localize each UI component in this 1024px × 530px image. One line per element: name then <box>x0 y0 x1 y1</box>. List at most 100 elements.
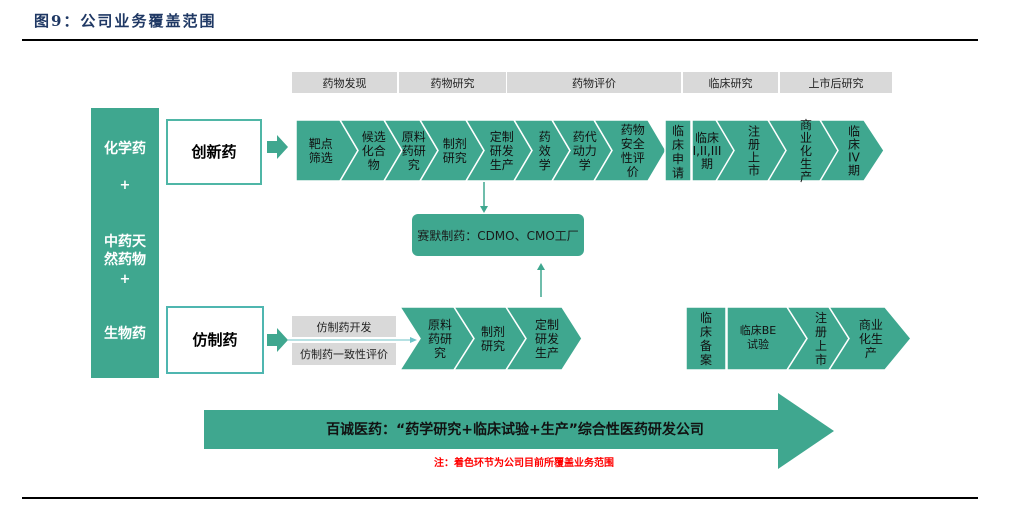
clinical-step-chevron-label: IV <box>848 151 861 165</box>
drug-type-chemical: 化学药 <box>104 140 146 157</box>
generic-research-chevron-label: 制剂 <box>481 324 505 339</box>
research-step-chevron-label: 药代 <box>573 130 597 144</box>
plus-sign: + <box>120 178 131 193</box>
research-step-chevron-label: 药 <box>539 130 551 144</box>
generic-clinical-box <box>685 306 727 371</box>
clinical-step-chevron <box>818 119 885 182</box>
clinical-step-chevron-label: 生 <box>800 157 812 171</box>
generic-clinical-box-label: 临 <box>700 311 712 325</box>
drug-type-biologic: 生物药 <box>104 325 146 342</box>
drug-type-tcm-line1: 中药天 <box>104 233 147 250</box>
clinical-step-box-label: 申 <box>672 152 684 166</box>
generic-clinical-chevron-label: 商业 <box>859 317 883 332</box>
stage-header-label: 上市后研究 <box>809 76 864 90</box>
clinical-step-chevron-label: 床 <box>848 138 860 152</box>
research-step-chevron-label: 性评 <box>621 151 645 165</box>
research-step-chevron-label: 药物 <box>621 123 645 137</box>
plus-sign: + <box>120 272 131 287</box>
drug-types-box <box>91 108 159 378</box>
research-step-chevron-label: 候选 <box>362 130 386 144</box>
generic-clinical-chevron <box>827 306 912 371</box>
research-step-chevron-label: 靶点 <box>309 137 333 151</box>
arrow-right-icon <box>267 328 288 352</box>
clinical-step-chevron-label: 临 <box>848 125 860 139</box>
stage-header-label: 药物发现 <box>323 76 367 90</box>
clinical-step-chevron-label: I,II,III <box>693 144 722 158</box>
research-step-chevron-label: 动力 <box>573 144 597 158</box>
research-step-chevron <box>592 119 667 182</box>
clinical-step-chevron-label: 产 <box>800 170 812 184</box>
arrow-right-icon <box>267 135 288 159</box>
cdmo-label: 赛默制药：CDMO、CMO工厂 <box>417 228 579 243</box>
generic-clinical-chevron-label: 上 <box>815 339 827 353</box>
generic-sub-item-box <box>292 343 396 365</box>
generic-clinical-box-label: 备 <box>700 339 712 353</box>
generic-clinical-chevron-label: 市 <box>815 352 827 367</box>
research-step-chevron-label: 药研 <box>402 144 426 158</box>
generic-research-chevron <box>504 306 583 371</box>
stage-header-box <box>780 72 892 93</box>
clinical-step-chevron-label: 商 <box>800 117 812 132</box>
stage-header-box <box>683 72 778 93</box>
arrow-up-icon <box>537 263 545 270</box>
research-step-chevron-label: 安全 <box>621 136 645 151</box>
generic-sub-item-box <box>292 316 396 337</box>
clinical-step-box-label: 床 <box>672 138 684 152</box>
research-step-chevron-label: 原料 <box>402 130 426 144</box>
drug-types-column: 化学药 + 中药天 然药物 + 生物药 <box>91 108 159 378</box>
research-step-chevron-label: 物 <box>368 158 380 172</box>
generic-clinical-chevron-label: 试验 <box>747 337 769 351</box>
generic-development-label: 仿制药开发 <box>317 320 372 334</box>
stage-header-box <box>292 72 397 93</box>
clinical-step-box-label: 请 <box>672 166 684 180</box>
clinical-step-box-label: 临 <box>672 124 684 138</box>
generic-research-chevron-label: 究 <box>434 345 446 360</box>
cdmo-box <box>412 214 584 256</box>
company-banner-text: 百诚医药：“药学研究+临床试验+生产”综合性医药研发公司 <box>326 421 704 438</box>
stage-headers: 药物发现药物研究药物评价临床研究上市后研究 <box>292 72 892 93</box>
research-step-chevron-label: 生产 <box>490 158 514 172</box>
generic-clinical-box-label: 床 <box>700 325 712 339</box>
generic-clinical-chevron-label: 册 <box>815 325 827 339</box>
figure-title: 图9：公司业务覆盖范围 <box>34 12 217 30</box>
generic-clinical-chevron-label: 注 <box>815 310 827 325</box>
generic-research-chevron-label: 生产 <box>535 346 559 360</box>
research-step-chevron-label: 筛选 <box>309 150 333 165</box>
clinical-step-chevron-label: 注 <box>748 124 760 139</box>
clinical-step-chevron-label: 上 <box>748 151 760 165</box>
generic-drug-label: 仿制药 <box>192 331 237 349</box>
research-step-chevron-label: 制剂 <box>443 136 467 151</box>
research-step-chevron-label: 化合 <box>362 143 386 158</box>
clinical-step-chevron-label: 业 <box>800 131 812 145</box>
stage-header-label: 药物评价 <box>572 76 616 90</box>
generic-research-chevron-label: 研发 <box>535 331 559 346</box>
generic-research-chevron-label: 原料 <box>428 318 452 332</box>
generic-clinical-box-label: 案 <box>700 352 712 367</box>
clinical-step-chevron-label: 册 <box>748 138 760 152</box>
clinical-step-chevron-label: 市 <box>748 163 760 178</box>
clinical-step-chevron-label: 临床 <box>695 131 719 145</box>
research-step-chevron-label: 价 <box>627 165 639 179</box>
drug-type-tcm-line2: 然药物 <box>104 251 146 268</box>
generic-drug-box <box>166 306 264 374</box>
clinical-step-box <box>664 119 692 182</box>
research-step-chevron-label: 学 <box>579 157 591 172</box>
innovative-drug-box <box>166 119 262 185</box>
top-rule <box>22 39 978 41</box>
arrow-down-icon <box>480 206 488 213</box>
company-banner-arrow <box>204 393 834 469</box>
clinical-step-chevron-label: 化 <box>800 144 812 158</box>
arrow-right-small-icon <box>410 337 417 343</box>
generic-clinical-chevron-label: 临床BE <box>740 323 777 337</box>
clinical-step-chevron-label: 期 <box>701 157 713 171</box>
stage-header-box <box>507 72 681 93</box>
generic-clinical-chevron-label: 化生 <box>859 332 883 346</box>
stage-header-label: 药物研究 <box>431 76 475 90</box>
research-step-chevron-label: 定制 <box>490 129 514 144</box>
clinical-step-chevron-label: 期 <box>848 164 860 178</box>
